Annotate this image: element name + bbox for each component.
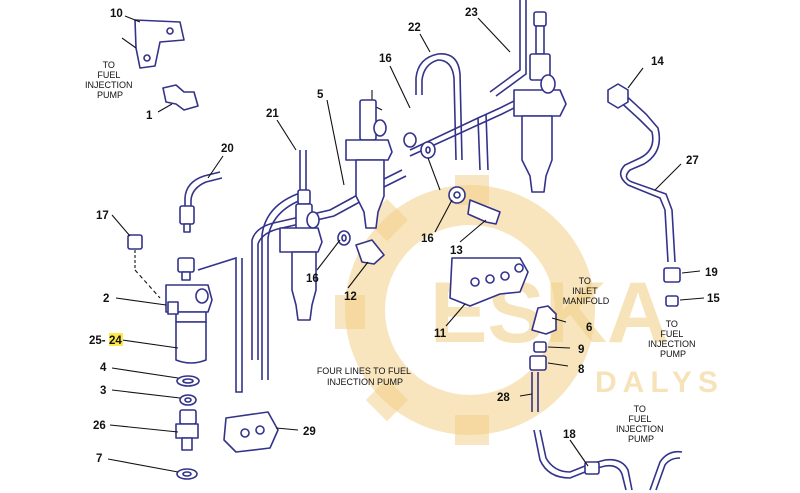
- note-to-fuel-pump-right: TO FUEL INJECTION PUMP: [648, 319, 698, 359]
- callout-19: 19: [705, 267, 718, 279]
- callout-8: 8: [578, 364, 585, 376]
- note-to-inlet-manifold: TO INLET MANIFOLD: [563, 276, 610, 306]
- callout-5: 5: [317, 89, 324, 101]
- callout-15: 15: [707, 293, 720, 305]
- callout-labels: 10 1 17 2 25- 24 4 3 26 7 20 21 5 16 22 …: [89, 7, 720, 465]
- callout-6: 6: [586, 322, 592, 334]
- callout-24-highlight: [109, 333, 123, 346]
- callout-10: 10: [110, 8, 123, 20]
- leader-lines: [107, 15, 705, 473]
- note-to-fuel-pump-top: TO FUEL INJECTION PUMP: [85, 60, 135, 100]
- callout-17: 17: [96, 210, 109, 222]
- callout-21: 21: [266, 108, 279, 120]
- callout-16-right: 16: [421, 233, 434, 245]
- callout-25: 25-: [89, 335, 106, 347]
- watermark-sub: DALYS: [595, 366, 724, 399]
- callout-16-top: 16: [379, 53, 392, 65]
- callout-13: 13: [450, 245, 463, 257]
- callout-1: 1: [146, 110, 153, 122]
- callout-22: 22: [408, 22, 421, 34]
- notes: TO FUEL INJECTION PUMP TO INLET MANIFOLD…: [85, 60, 698, 444]
- callout-23: 23: [465, 7, 478, 19]
- callout-7: 7: [96, 453, 102, 465]
- note-to-fuel-pump-bottom: TO FUEL INJECTION PUMP: [616, 404, 666, 444]
- callout-16-left: 16: [306, 273, 319, 285]
- callout-24: 24: [109, 335, 122, 347]
- callout-4: 4: [100, 362, 107, 374]
- note-four-lines: FOUR LINES TO FUEL INJECTION PUMP: [317, 366, 413, 387]
- injector-right: [513, 11, 567, 193]
- callout-26: 26: [93, 420, 106, 432]
- injector-second: [279, 189, 385, 321]
- hardware: [121, 19, 681, 475]
- callout-3: 3: [100, 385, 106, 397]
- callout-20: 20: [221, 143, 234, 155]
- callout-2: 2: [103, 293, 109, 305]
- callout-28: 28: [497, 392, 510, 404]
- callout-11: 11: [434, 328, 447, 340]
- callout-9: 9: [578, 344, 584, 356]
- callout-14: 14: [651, 56, 664, 68]
- callout-27: 27: [686, 155, 699, 167]
- callout-12: 12: [344, 291, 357, 303]
- injector-third: [345, 90, 501, 229]
- callout-18: 18: [563, 429, 576, 441]
- injector-left: [127, 205, 213, 480]
- callout-29: 29: [303, 426, 316, 438]
